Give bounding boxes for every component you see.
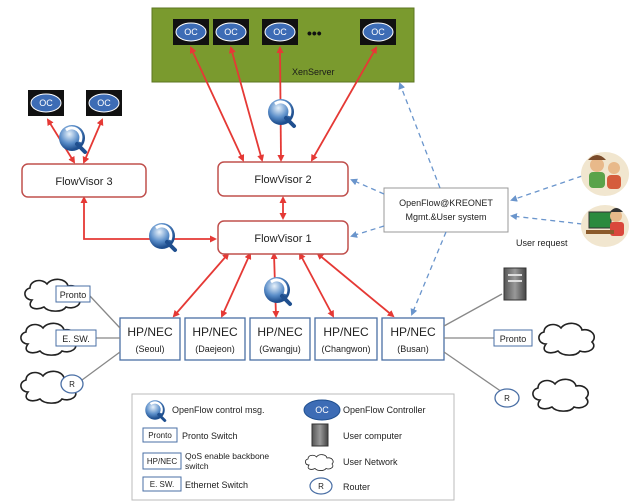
router-right bbox=[494, 388, 520, 408]
svg-text:OC: OC bbox=[273, 27, 287, 37]
control-msg-icon-2 bbox=[266, 97, 296, 128]
oc-controller-6: OC bbox=[86, 90, 122, 116]
svg-text:OC: OC bbox=[371, 27, 385, 37]
router-left-label: R bbox=[69, 380, 75, 389]
svg-text:HP/NEC: HP/NEC bbox=[127, 325, 173, 339]
legend-router: Router bbox=[343, 482, 370, 492]
xenserver-label: XenServer bbox=[292, 67, 335, 77]
svg-text:OC: OC bbox=[224, 27, 238, 37]
edge-links bbox=[81, 293, 503, 393]
mgmt-line2: Mgmt.&User system bbox=[405, 212, 486, 222]
svg-text:(Seoul): (Seoul) bbox=[135, 344, 164, 354]
user-computer-person-icon bbox=[581, 205, 629, 247]
esw-left-label: E. SW. bbox=[62, 334, 90, 344]
user-computer-icon bbox=[503, 267, 527, 301]
user-request-label: User request bbox=[516, 238, 568, 248]
legend-user-computer-icon bbox=[311, 423, 329, 447]
svg-text:OC: OC bbox=[39, 98, 53, 108]
flowvisor-1-box bbox=[217, 220, 349, 255]
svg-text:OC: OC bbox=[315, 405, 329, 415]
router-right-label: R bbox=[504, 394, 510, 403]
control-msg-icon-3 bbox=[147, 221, 177, 252]
mgmt-line1: OpenFlow@KREONET bbox=[399, 198, 493, 208]
switch-daejeon: HP/NEC (Daejeon) bbox=[184, 317, 246, 361]
legend-ethernet-switch: Ethernet Switch bbox=[185, 480, 248, 490]
flowvisor-3-box bbox=[21, 163, 147, 198]
svg-text:OC: OC bbox=[184, 27, 198, 37]
pronto-switch-right bbox=[493, 329, 533, 347]
svg-text:HP/NEC: HP/NEC bbox=[192, 325, 238, 339]
svg-text:HP/NEC: HP/NEC bbox=[390, 325, 436, 339]
oc-controller-2: OC bbox=[213, 19, 249, 45]
svg-text:Pronto: Pronto bbox=[148, 431, 172, 440]
mgmt-system-box bbox=[383, 187, 509, 233]
legend-controller: OpenFlow Controller bbox=[343, 405, 426, 415]
svg-text:HP/NEC: HP/NEC bbox=[257, 325, 303, 339]
user-network-cloud-5 bbox=[532, 378, 590, 412]
switch-gwangju: HP/NEC (Gwangju) bbox=[249, 317, 311, 361]
svg-text:E. SW.: E. SW. bbox=[150, 480, 174, 489]
svg-text:(Changwon): (Changwon) bbox=[321, 344, 370, 354]
router-left bbox=[60, 374, 84, 394]
legend-qos-line2: switch bbox=[185, 461, 209, 471]
flowvisor-2-label: FlowVisor 2 bbox=[254, 174, 311, 186]
legend-router-symbol bbox=[309, 477, 333, 495]
switch-seoul: HP/NEC (Seoul) bbox=[119, 317, 181, 361]
ethernet-switch-left bbox=[55, 329, 97, 347]
oc-controller-1: OC bbox=[173, 19, 209, 45]
legend-user-network: User Network bbox=[343, 457, 398, 467]
pronto-right-label: Pronto bbox=[500, 334, 527, 344]
flowvisor-2-box bbox=[217, 161, 349, 197]
svg-text:(Gwangju): (Gwangju) bbox=[259, 344, 301, 354]
svg-text:HP/NEC: HP/NEC bbox=[323, 325, 369, 339]
legend-pronto-symbol bbox=[142, 427, 178, 443]
switch-changwon: HP/NEC (Changwon) bbox=[314, 317, 378, 361]
legend-hpnec-symbol bbox=[142, 452, 182, 470]
svg-text:(Daejeon): (Daejeon) bbox=[195, 344, 235, 354]
management-links bbox=[350, 82, 583, 316]
svg-text:(Busan): (Busan) bbox=[397, 344, 429, 354]
oc-controller-3: OC bbox=[262, 19, 298, 45]
pronto-left-label: Pronto bbox=[60, 290, 87, 300]
user-network-cloud-4 bbox=[538, 322, 596, 356]
legend-box bbox=[131, 393, 455, 501]
legend-user-computer: User computer bbox=[343, 431, 402, 441]
control-msg-icon-4 bbox=[262, 275, 292, 306]
oc-controller-4: OC bbox=[360, 19, 396, 45]
legend-oc-symbol bbox=[303, 399, 341, 421]
svg-text:R: R bbox=[318, 482, 324, 491]
switch-busan: HP/NEC (Busan) bbox=[381, 317, 445, 361]
legend-qos-line1: QoS enable backbone bbox=[185, 451, 269, 461]
pronto-switch-left bbox=[55, 285, 91, 303]
user-people-icon bbox=[581, 152, 629, 196]
svg-text:OC: OC bbox=[97, 98, 111, 108]
oc-controller-5: OC bbox=[28, 90, 64, 116]
flowvisor-1-label: FlowVisor 1 bbox=[254, 233, 311, 245]
legend-esw-symbol bbox=[142, 476, 182, 492]
controllers-ellipsis: ••• bbox=[307, 25, 322, 41]
legend-pronto-switch: Pronto Switch bbox=[182, 431, 238, 441]
control-msg-icon-1 bbox=[57, 123, 87, 154]
svg-text:HP/NEC: HP/NEC bbox=[147, 457, 177, 466]
flowvisor-3-label: FlowVisor 3 bbox=[55, 176, 112, 188]
legend-control-msg: OpenFlow control msg. bbox=[172, 405, 265, 415]
